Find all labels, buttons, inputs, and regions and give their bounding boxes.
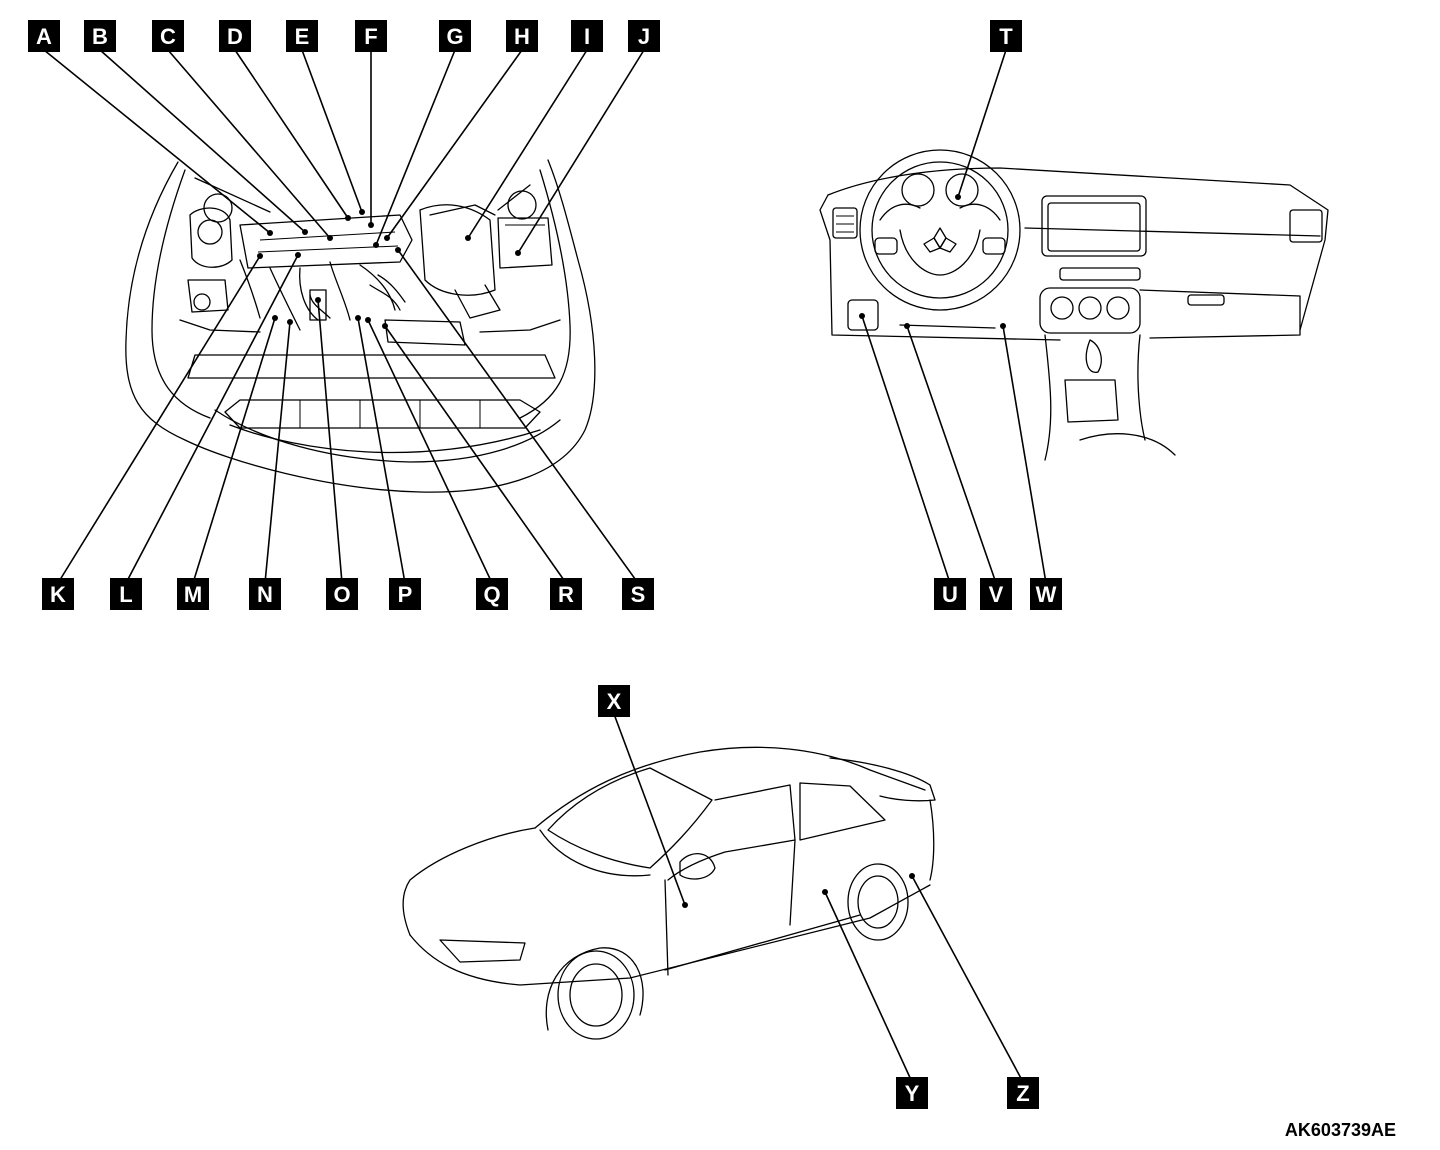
callout-label-c: C bbox=[152, 20, 184, 52]
svg-text:Y: Y bbox=[905, 1081, 920, 1106]
callout-label-o: O bbox=[326, 578, 358, 610]
callout-label-j: J bbox=[628, 20, 660, 52]
dashboard-illustration bbox=[819, 149, 1329, 461]
leader-lines bbox=[43, 49, 1047, 1083]
callout-label-w: W bbox=[1030, 578, 1062, 610]
callout-label-x: X bbox=[598, 685, 630, 717]
callout-label-i: I bbox=[571, 20, 603, 52]
svg-text:Z: Z bbox=[1016, 1081, 1029, 1106]
callout-label-l: L bbox=[110, 578, 142, 610]
svg-text:I: I bbox=[584, 24, 590, 49]
sedan-illustration bbox=[402, 746, 936, 1040]
svg-text:F: F bbox=[364, 24, 377, 49]
callout-label-q: Q bbox=[476, 578, 508, 610]
svg-text:C: C bbox=[160, 24, 176, 49]
svg-text:S: S bbox=[631, 582, 646, 607]
svg-text:A: A bbox=[36, 24, 52, 49]
svg-text:W: W bbox=[1036, 582, 1057, 607]
callout-label-z: Z bbox=[1007, 1077, 1039, 1109]
callout-label-k: K bbox=[42, 578, 74, 610]
callout-label-v: V bbox=[980, 578, 1012, 610]
document-code: AK603739AE bbox=[1284, 1120, 1396, 1140]
svg-text:O: O bbox=[333, 582, 350, 607]
callout-label-u: U bbox=[934, 578, 966, 610]
svg-text:U: U bbox=[942, 582, 958, 607]
callout-label-n: N bbox=[249, 578, 281, 610]
callout-label-y: Y bbox=[896, 1077, 928, 1109]
svg-text:V: V bbox=[989, 582, 1004, 607]
svg-text:L: L bbox=[119, 582, 132, 607]
callout-label-e: E bbox=[286, 20, 318, 52]
svg-text:T: T bbox=[999, 24, 1013, 49]
target-dots bbox=[257, 194, 1006, 908]
callout-label-a: A bbox=[28, 20, 60, 52]
callout-label-m: M bbox=[177, 578, 209, 610]
callout-label-d: D bbox=[219, 20, 251, 52]
svg-text:Q: Q bbox=[483, 582, 500, 607]
svg-text:P: P bbox=[398, 582, 413, 607]
svg-text:M: M bbox=[184, 582, 202, 607]
svg-text:K: K bbox=[50, 582, 66, 607]
svg-text:H: H bbox=[514, 24, 530, 49]
callout-label-p: P bbox=[389, 578, 421, 610]
svg-text:D: D bbox=[227, 24, 243, 49]
svg-text:R: R bbox=[558, 582, 574, 607]
callout-label-t: T bbox=[990, 20, 1022, 52]
callout-label-b: B bbox=[84, 20, 116, 52]
svg-text:X: X bbox=[607, 689, 622, 714]
svg-text:J: J bbox=[638, 24, 650, 49]
engine-compartment-illustration bbox=[125, 159, 596, 493]
callout-label-s: S bbox=[622, 578, 654, 610]
svg-text:N: N bbox=[257, 582, 273, 607]
callout-label-r: R bbox=[550, 578, 582, 610]
svg-text:E: E bbox=[295, 24, 310, 49]
callout-label-f: F bbox=[355, 20, 387, 52]
callout-label-g: G bbox=[439, 20, 471, 52]
callout-label-h: H bbox=[506, 20, 538, 52]
svg-text:B: B bbox=[92, 24, 108, 49]
svg-text:G: G bbox=[446, 24, 463, 49]
